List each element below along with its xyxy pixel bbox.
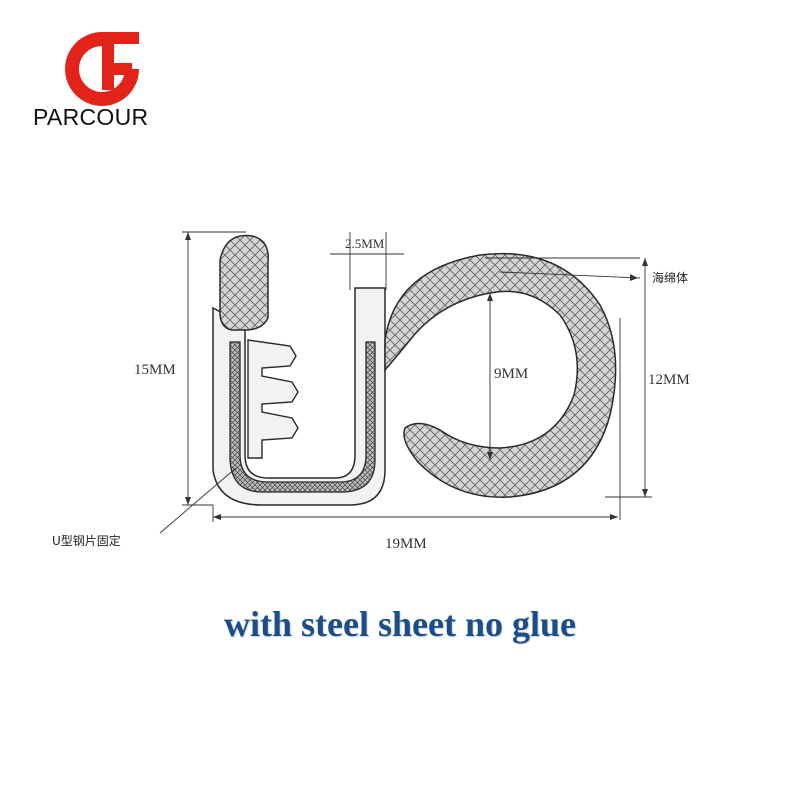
steel-u-clip	[229, 341, 376, 493]
gripping-fins	[247, 339, 299, 459]
sponge-label: 海绵体	[652, 270, 688, 285]
caption-text: with steel sheet no glue	[224, 604, 576, 644]
sponge-bulb	[384, 252, 617, 498]
brand-name: PARCOUR	[33, 104, 149, 130]
parcour-logo-icon	[65, 32, 139, 106]
thickness-label: 2.5MM	[345, 236, 385, 251]
bulb-inner-label: 9MM	[494, 366, 528, 382]
bulb-outer-label: 12MM	[648, 372, 690, 388]
width-label: 19MM	[385, 536, 427, 552]
height-label: 15MM	[134, 362, 176, 378]
clip-label: U型钢片固定	[52, 533, 121, 548]
top-lip	[219, 234, 269, 331]
